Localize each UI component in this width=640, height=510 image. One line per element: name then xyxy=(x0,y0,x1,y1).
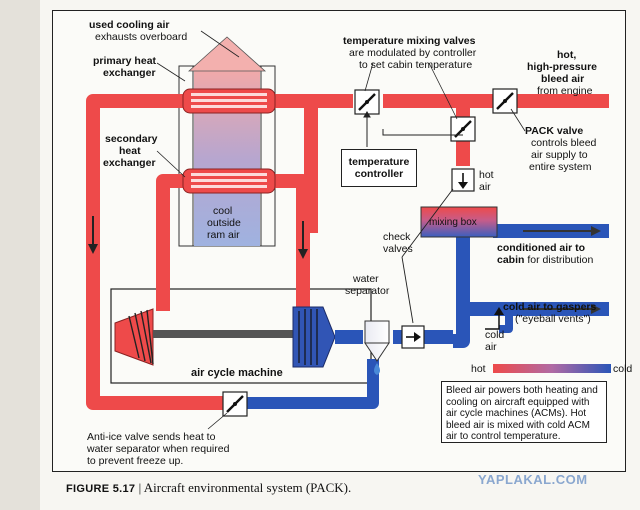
conditioned-air-label-1: conditioned air to xyxy=(497,242,586,254)
conditioned-air-label-2: cabin for distribution xyxy=(497,254,593,266)
air-cycle-machine xyxy=(114,306,336,368)
water-separator-label-2: separator xyxy=(345,285,390,297)
mixing-box xyxy=(420,206,498,238)
ram-air-label-3: ram air xyxy=(207,229,240,241)
controller-label-2: controller xyxy=(354,168,404,180)
secondary-hx-label-3: exchanger xyxy=(103,157,156,169)
used-cooling-air-sublabel: exhausts overboard xyxy=(95,31,188,43)
primary-hx-label-2: exchanger xyxy=(103,67,156,79)
bleed-air-label-2: high-pressure xyxy=(527,61,598,73)
hot-air-label-2: air xyxy=(479,181,491,193)
watermark: YAPLAKAL.COM xyxy=(478,472,588,487)
mixing-box-label: mixing box xyxy=(429,217,477,228)
legend-hot-label: hot xyxy=(471,363,486,375)
book-page: used cooling air exhausts overboard prim… xyxy=(40,0,640,510)
anti-ice-label-1: Anti-ice valve sends heat to xyxy=(87,431,216,443)
figure-number: FIGURE 5.17 xyxy=(66,483,136,495)
conditioned-air-distribution: for distribution xyxy=(527,254,594,266)
anti-ice-valve xyxy=(222,391,248,417)
used-cooling-air-label: used cooling air xyxy=(89,19,170,31)
ram-air-label-2: outside xyxy=(207,217,241,229)
gaspers-label-2: ("eyeball vents") xyxy=(515,313,591,325)
secondary-heat-exchanger xyxy=(182,168,276,194)
gaspers-label-1: cold air to gaspers xyxy=(503,301,597,313)
caption-text: Aircraft environmental system (PACK). xyxy=(143,480,352,495)
water-separator xyxy=(364,320,390,375)
cold-air-label-1: cold xyxy=(485,329,505,341)
ram-air-label-1: cool xyxy=(213,205,233,217)
mixing-valves-title: temperature mixing valves xyxy=(343,35,476,47)
temperature-controller-box: temperature controller xyxy=(341,149,417,187)
anti-ice-label-3: to prevent freeze up. xyxy=(87,455,184,467)
secondary-hx-label-2: heat xyxy=(119,145,141,157)
pack-valve-desc-2: air supply to xyxy=(531,149,588,161)
bleed-air-label-3: bleed air xyxy=(541,73,585,85)
callout-lines xyxy=(156,30,526,430)
diagram-graphics xyxy=(86,30,611,430)
pack-valve-desc-1: controls bleed xyxy=(531,137,597,149)
legend-cold-label: cold xyxy=(613,363,633,375)
pack-valve xyxy=(492,88,518,114)
mixing-valves-desc-2: to set cabin temperature xyxy=(359,59,473,71)
mixing-valves-desc-1: are modulated by controller xyxy=(349,47,477,59)
hot-air-label-1: hot xyxy=(479,169,494,181)
pack-valve-label: PACK valve xyxy=(525,125,584,137)
check-valves-label-2: valves xyxy=(383,243,413,255)
mixing-valve-2 xyxy=(450,116,476,142)
controller-label-1: temperature xyxy=(348,156,410,168)
acm-label: air cycle machine xyxy=(191,367,283,379)
secondary-hx-label: secondary xyxy=(105,133,158,145)
check-valves-label-1: check xyxy=(383,231,411,243)
primary-heat-exchanger xyxy=(182,88,276,114)
figure-caption: FIGURE 5.17 | Aircraft environmental sys… xyxy=(66,480,351,496)
diagram-panel: used cooling air exhausts overboard prim… xyxy=(52,10,632,472)
temperature-legend-bar xyxy=(493,364,611,373)
pack-valve-desc-3: entire system xyxy=(529,161,592,173)
caption-separator: | xyxy=(138,480,142,495)
explanation-note: Bleed air powers both heating and coolin… xyxy=(441,381,607,443)
anti-ice-label-2: water separator when required xyxy=(87,443,230,455)
bleed-air-label-4: from engine xyxy=(537,85,593,97)
controller-links xyxy=(363,111,463,147)
conditioned-air-cabin: cabin xyxy=(497,254,525,266)
primary-hx-label: primary heat xyxy=(93,55,157,67)
cold-air-label-2: air xyxy=(485,341,497,353)
water-separator-label-1: water xyxy=(353,273,379,285)
bleed-air-label-1: hot, xyxy=(557,49,577,61)
mixing-valve-1 xyxy=(354,89,380,115)
